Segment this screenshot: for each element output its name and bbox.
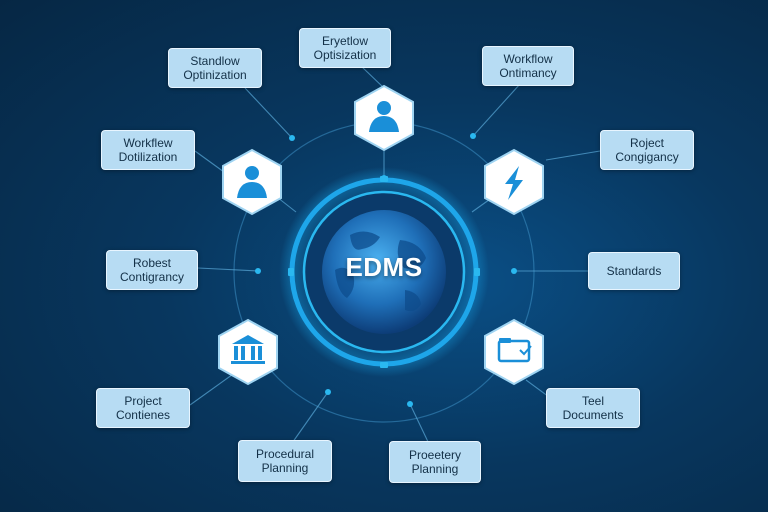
label-mid-left: Robest Contigrancy <box>106 250 198 290</box>
label-lower-right: Teel Documents <box>546 388 640 428</box>
building-icon <box>231 335 265 364</box>
label-upper-right: Roject Congigancy <box>600 130 694 170</box>
folder-icon <box>497 338 532 363</box>
label-top-center: Eryetlow Optisization <box>299 28 391 68</box>
hex-lower-left <box>218 318 278 386</box>
label-bottom-right: Proeetery Planning <box>389 441 481 483</box>
label-mid-right: Standards <box>588 252 680 290</box>
lightning-icon <box>505 166 523 200</box>
label-top-left: Standlow Optinization <box>168 48 262 88</box>
hex-upper-left <box>222 148 282 216</box>
label-upper-left: Workflew Dotilization <box>101 130 195 170</box>
hex-lower-right <box>484 318 544 386</box>
globe-continents <box>335 231 426 312</box>
label-lower-left: Project Contienes <box>96 388 190 428</box>
user-icon <box>237 166 267 198</box>
hex-top <box>354 84 414 152</box>
ring-ticks <box>288 176 480 368</box>
label-top-right: Workflow Ontimancy <box>482 46 574 86</box>
center-label: EDMS <box>345 252 423 282</box>
hex-upper-right <box>484 148 544 216</box>
label-bottom-left: Procedural Planning <box>238 440 332 482</box>
user-icon <box>369 101 399 132</box>
